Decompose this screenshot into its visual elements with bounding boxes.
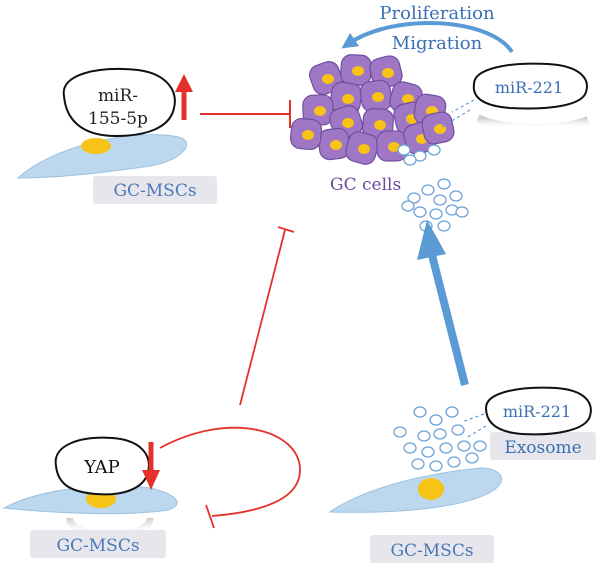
transfer-arrow: [428, 254, 469, 386]
exosome-label-box: [490, 432, 596, 460]
exosome-vesicle: [439, 442, 453, 454]
gc-cell: [289, 117, 323, 151]
gc-msc-bottom-right-label-box: [370, 535, 494, 563]
gc-msc-bottom-right: GC-MSCs: [328, 467, 503, 563]
gc-msc-top-label-box: [93, 176, 217, 204]
exosome-vesicle: [445, 406, 459, 418]
gc-cell: [421, 111, 455, 145]
mir221-label-bottom: miR-221: [503, 402, 571, 421]
exosome-label: Exosome: [504, 438, 581, 458]
gc-cells-label: GC cells: [330, 175, 401, 195]
gc-msc-top-label: GC-MSCs: [113, 181, 196, 201]
gc-msc-bottom-left: YAP GC-MSCs: [2, 436, 178, 558]
transfer-arrow-head: [417, 220, 446, 260]
exosome-vesicle: [421, 446, 435, 458]
exosome-vesicles-lower: [393, 406, 487, 472]
migration-label: Migration: [392, 33, 483, 54]
mir155-label-line2: 155-5p: [88, 109, 148, 129]
exosome-vesicle: [421, 184, 435, 196]
msc-body-bottom-right: [328, 467, 503, 513]
proliferation-label: Proliferation: [379, 3, 495, 24]
up-arrow-icon: [175, 74, 193, 120]
exosome-vesicle: [413, 406, 427, 418]
exosome-vesicle: [427, 144, 441, 156]
self-inhibition-loop: [159, 426, 301, 529]
exosome-vesicle: [449, 190, 463, 202]
curved-feedback-arrow: [341, 21, 514, 54]
exosome-vesicle: [437, 220, 451, 232]
exosome-vesicle: [465, 452, 479, 464]
exosome-vesicle: [429, 414, 443, 426]
exosome-vesicles-upper: [397, 144, 469, 232]
inhibition-mir155-to-gc: [200, 100, 291, 128]
nucleus-bottom-right: [418, 478, 444, 500]
exosome-vesicle: [429, 460, 443, 472]
mir221-bubble-bottom: miR-221: [461, 386, 592, 439]
exosome-vesicle: [457, 440, 471, 452]
gc-cell: [329, 81, 363, 115]
exosome-vesicle: [403, 154, 417, 166]
exosome-vesicle: [433, 194, 447, 206]
yap-label: YAP: [83, 457, 120, 478]
exosome-vesicle: [451, 424, 465, 436]
gc-cell: [345, 131, 379, 165]
mir221-bubble-top: miR-221: [439, 62, 590, 133]
exosome-vesicle: [413, 206, 427, 218]
exosome-vesicle: [433, 428, 447, 440]
gc-msc-bottom-left-label: GC-MSCs: [56, 536, 139, 556]
inhibition-yap-to-gc: [239, 226, 295, 406]
exosome-vesicle: [455, 206, 469, 218]
nucleus-top: [81, 138, 111, 154]
mir155-label-line1: miR-: [98, 86, 138, 106]
exosome-vesicle: [411, 458, 425, 470]
gc-msc-bottom-left-label-box: [30, 530, 166, 558]
exosome-vesicle: [397, 144, 411, 156]
exosome-vesicle: [429, 208, 443, 220]
exosome-vesicle: [417, 430, 431, 442]
exosome-vesicle: [393, 426, 407, 438]
down-arrow-icon: [142, 442, 160, 490]
gc-cell: [359, 79, 393, 113]
gc-cell-cluster: [289, 54, 455, 165]
exosome-vesicle: [437, 178, 451, 190]
gc-cell: [317, 127, 351, 161]
exosome-vesicle: [401, 200, 415, 212]
exosome-vesicle: [403, 442, 417, 454]
gc-msc-top: miR- 155-5p GC-MSCs: [16, 68, 217, 204]
exosome-vesicle: [407, 192, 421, 204]
gc-msc-bottom-right-label: GC-MSCs: [390, 541, 473, 561]
gc-cell: [302, 94, 334, 126]
exosome-vesicle: [473, 440, 487, 452]
mir155-bubble: [62, 68, 176, 138]
mir221-label-top: miR-221: [495, 78, 563, 97]
gc-cell: [340, 54, 372, 86]
exosome-vesicle: [447, 456, 461, 468]
